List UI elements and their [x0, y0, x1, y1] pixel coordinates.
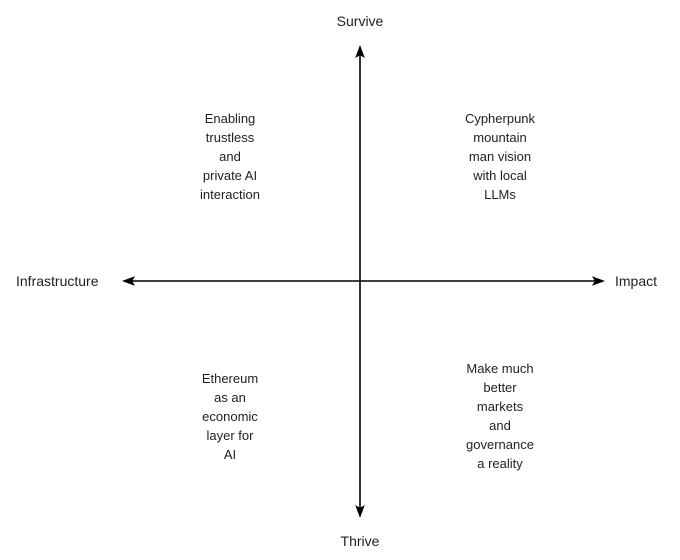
quadrant-line: private AI: [202, 168, 258, 183]
quadrant-line: man vision: [468, 149, 532, 164]
axis-label-survive-text: Survive: [336, 13, 384, 29]
axis-label-thrive-text: Thrive: [340, 533, 380, 549]
quadrant-line: and: [219, 149, 241, 164]
arrow-left-icon: [122, 276, 135, 286]
quadrant-line: interaction: [200, 187, 260, 202]
quadrant-line: Cypherpunk: [464, 111, 536, 126]
quadrant-line: trustless: [205, 130, 255, 145]
quadrant-line: Ethereum: [201, 371, 259, 386]
quadrant-line: governance: [466, 437, 534, 452]
quadrant-text-top-right: Cypherpunk mountain man vision with loca…: [420, 109, 580, 204]
arrow-up-icon: [355, 45, 365, 58]
quadrant-line: AI: [223, 447, 237, 462]
quadrant-line: mountain: [473, 130, 527, 145]
arrow-down-icon: [355, 505, 365, 518]
quadrant-line: Make much: [466, 361, 534, 376]
quadrant-line: with local: [473, 168, 527, 183]
quadrant-text-bottom-right: Make much better markets and governance …: [420, 359, 580, 473]
quadrant-line: layer for: [206, 428, 254, 443]
quadrant-line: LLMs: [484, 187, 516, 202]
quadrant-line: Enabling: [204, 111, 256, 126]
quadrant-line: better: [483, 380, 517, 395]
arrow-right-icon: [592, 276, 605, 286]
quadrant-text-top-left: Enabling trustless and private AI intera…: [150, 109, 310, 204]
axis-label-infrastructure: Infrastructure: [16, 273, 99, 289]
quadrant-line: and: [489, 418, 511, 433]
quadrant-line: economic: [202, 409, 258, 424]
quadrant-line: markets: [476, 399, 524, 414]
axis-label-impact: Impact: [615, 273, 658, 289]
quadrant-line: as an: [214, 390, 246, 405]
quadrant-line: a reality: [477, 456, 523, 471]
quadrant-text-bottom-left: Ethereum as an economic layer for AI: [150, 369, 310, 464]
